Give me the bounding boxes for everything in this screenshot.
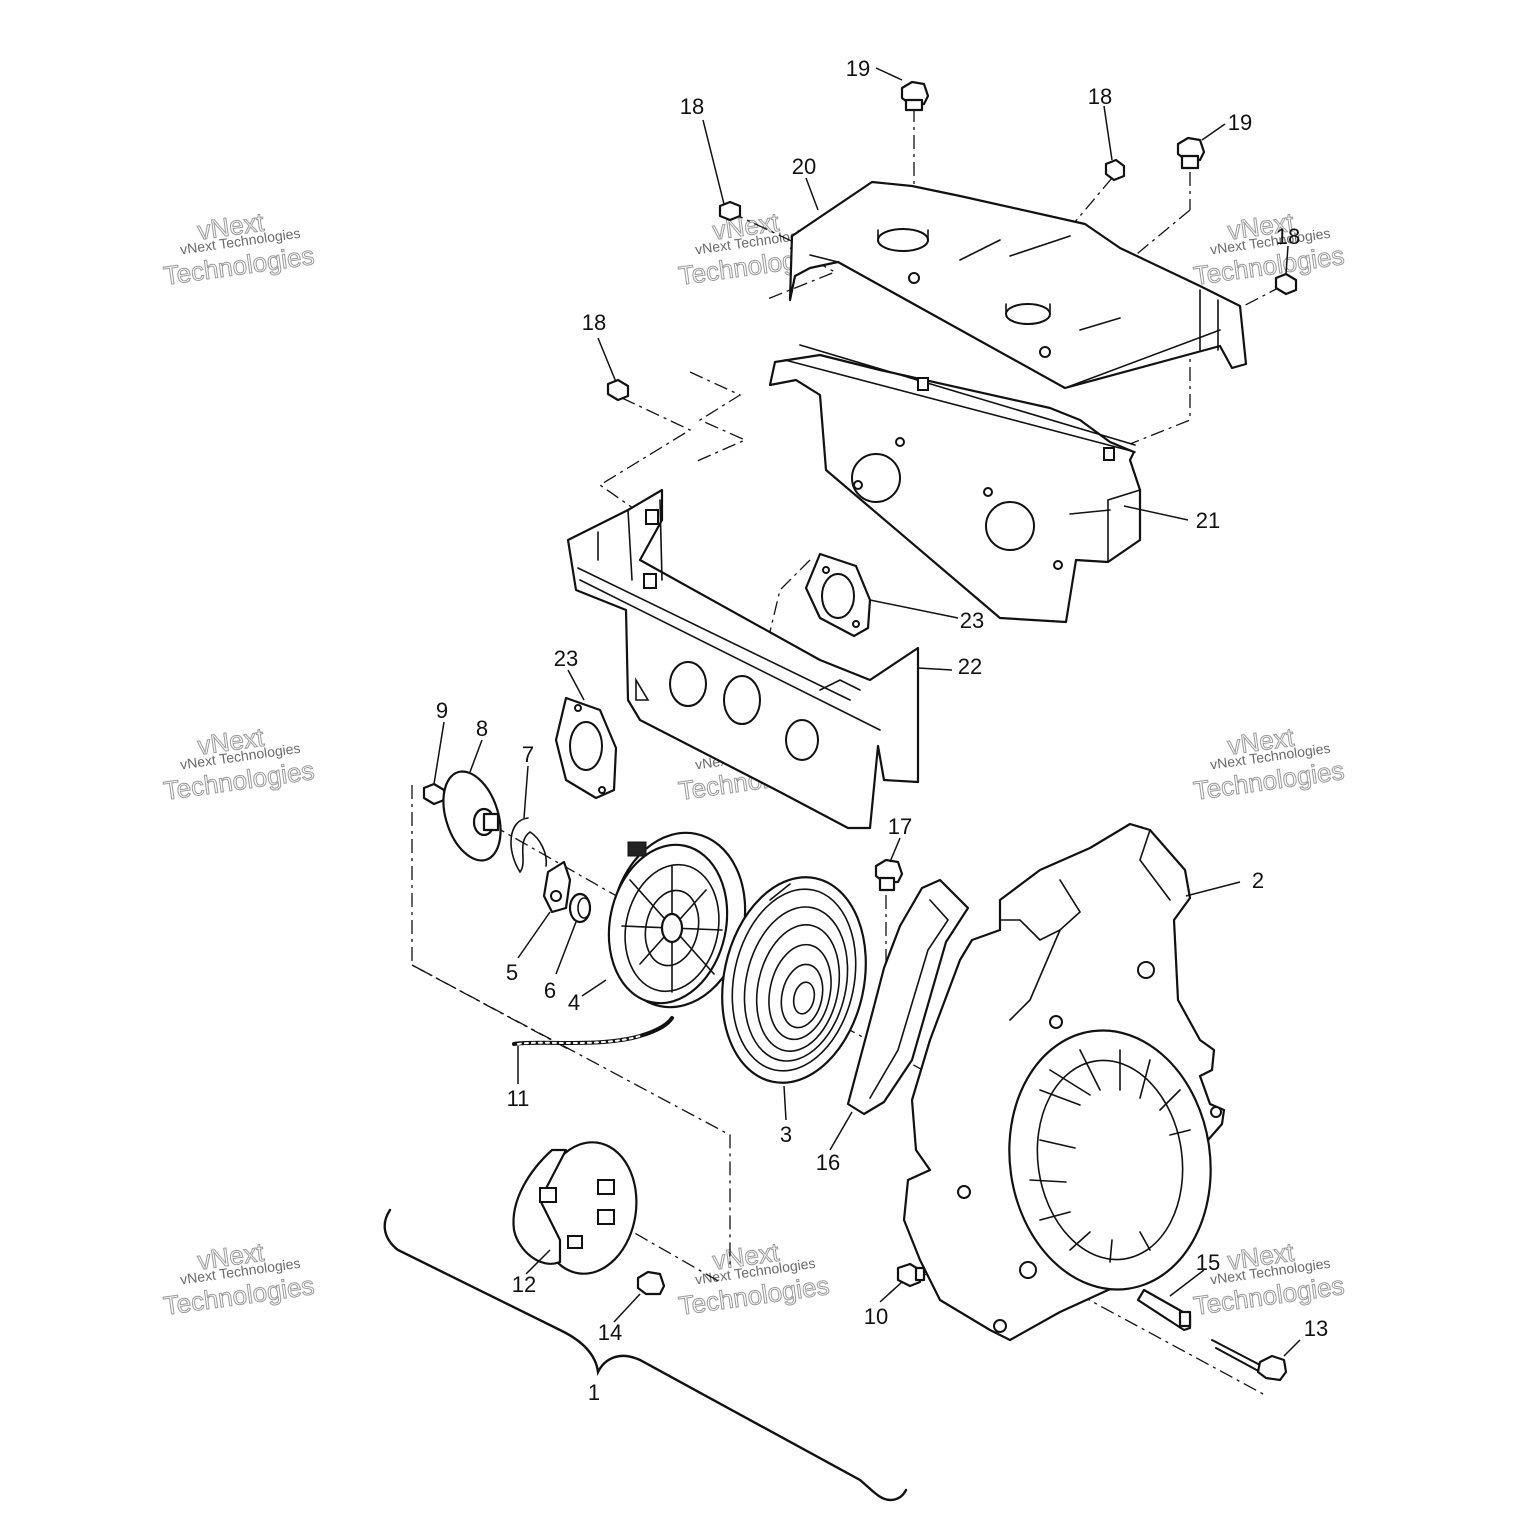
- callout-8: 8: [476, 716, 488, 741]
- callout-13: 13: [1304, 1316, 1328, 1341]
- callout-3: 3: [780, 1122, 792, 1147]
- top-shroud-part-20: [788, 180, 1248, 390]
- pulley-part-4: [607, 831, 747, 1009]
- watermark-top-left: vNext vNext Technologies Technologies: [161, 206, 316, 291]
- callout-17: 17: [888, 814, 912, 839]
- bolt-part-19-top: [900, 80, 930, 112]
- clamp-part-15: [1136, 1288, 1192, 1332]
- watermark-top-right: vNext vNext Technologies Technologies: [1191, 206, 1346, 291]
- callout-18-far-right: 18: [1276, 224, 1300, 249]
- bolt-part-10: [896, 1262, 926, 1288]
- spring-part-6: [568, 892, 592, 924]
- baffle-plate-part-21: [768, 344, 1142, 624]
- watermark-bottom-left: vNext vNext Technologies Technologies: [161, 1236, 316, 1321]
- callout-21: 21: [1196, 508, 1220, 533]
- callout-22: 22: [958, 654, 982, 679]
- callout-5: 5: [506, 960, 518, 985]
- starter-rope-part-11: [512, 1016, 674, 1046]
- callout-10: 10: [864, 1304, 888, 1329]
- gasket-part-23-right: [804, 552, 872, 638]
- gasket-part-23-left: [554, 696, 618, 800]
- retainer-plate-part-8: [442, 770, 502, 862]
- nut-part-18-a: [718, 200, 742, 222]
- callout-11: 11: [507, 1086, 530, 1111]
- callout-1: 1: [588, 1380, 600, 1405]
- callout-15: 15: [1196, 1250, 1220, 1275]
- callout-18-left: 18: [582, 310, 606, 335]
- callout-12: 12: [512, 1272, 536, 1297]
- watermark-bottom-middle: vNext vNext Technologies Technologies: [676, 1236, 831, 1321]
- callout-19-right: 19: [1228, 110, 1252, 135]
- callout-18-top-right: 18: [1088, 84, 1112, 109]
- bolt-part-19-right: [1176, 136, 1206, 170]
- bolt-part-17: [874, 858, 904, 892]
- callout-2: 2: [1252, 868, 1264, 893]
- pawl-part-5: [542, 860, 572, 914]
- callout-4: 4: [568, 990, 580, 1015]
- nut-part-9: [422, 782, 446, 806]
- front-shroud-part-22: [566, 488, 920, 830]
- watermark-mid-right: vNext vNext Technologies Technologies: [1191, 721, 1346, 806]
- callout-19-top: 19: [846, 56, 870, 81]
- callout-23-left: 23: [554, 646, 578, 671]
- bracket-part-16: [846, 878, 970, 1116]
- callout-23-right: 23: [960, 608, 984, 633]
- callout-16: 16: [816, 1150, 840, 1175]
- recoil-spring-part-3: [721, 876, 867, 1084]
- callout-14: 14: [598, 1320, 622, 1345]
- nut-part-18-d: [606, 378, 630, 402]
- callout-7: 7: [522, 742, 534, 767]
- fan-housing-part-2: [902, 822, 1226, 1342]
- spring-clip-part-7: [510, 817, 548, 874]
- callout-9: 9: [436, 698, 448, 723]
- assembly-brace-part-1: [383, 1208, 908, 1502]
- starter-cup-part-12: [512, 1141, 638, 1275]
- callout-18-top-left: 18: [680, 94, 704, 119]
- bolt-part-14: [636, 1270, 666, 1296]
- nut-part-18-c: [1274, 272, 1298, 296]
- callout-20: 20: [792, 154, 816, 179]
- nut-part-18-b: [1104, 158, 1126, 182]
- bolt-part-13: [1211, 1339, 1288, 1382]
- callout-labels: 19 18 18 19 20 18 18 21 23 23 22 9 8 7 5…: [436, 56, 1328, 1405]
- callout-leaders: [433, 67, 1301, 1357]
- watermark-mid-left: vNext vNext Technologies Technologies: [161, 721, 316, 806]
- watermark-bottom-right: vNext vNext Technologies Technologies: [1191, 1236, 1346, 1321]
- callout-6: 6: [544, 978, 556, 1003]
